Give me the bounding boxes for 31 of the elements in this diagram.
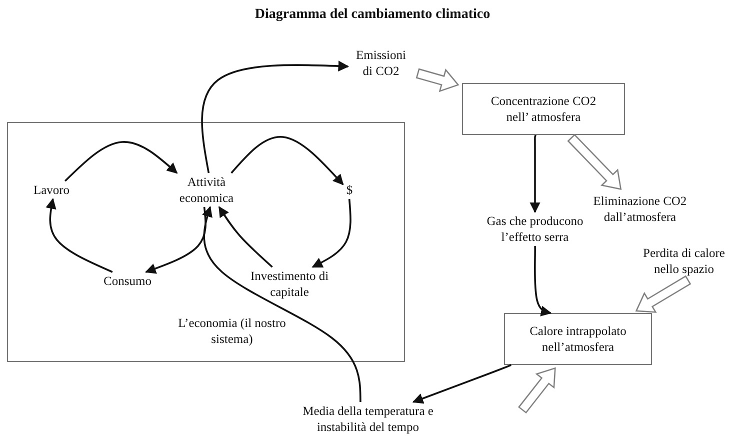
node-label: Media della temperatura e instabilità del tempo [302, 403, 434, 435]
arrow [530, 134, 540, 214]
process-box [504, 313, 652, 365]
arrow [202, 206, 362, 402]
block-arrow [635, 275, 692, 313]
box-text: Concentrazione CO2 nell’ atmosfera [490, 93, 598, 125]
arrow [218, 206, 273, 268]
node-label: Emissioni di CO2 [354, 47, 407, 79]
system-boundary-box [7, 122, 405, 362]
node-label: Consumo [102, 272, 152, 288]
node-label: Attività economica [178, 174, 235, 206]
arrow [230, 136, 344, 186]
node-label: $ [345, 182, 354, 198]
block-arrow [567, 134, 622, 190]
arrow [412, 364, 512, 404]
node-label: Lavoro [32, 182, 71, 198]
node-label: Gas che producono l’effetto serra [486, 213, 584, 245]
arrow [144, 206, 206, 274]
node-label: Perdita di calore nello spazio [642, 245, 726, 277]
arrow [64, 141, 178, 182]
node-label: Investimento di capitale [249, 268, 330, 300]
block-arrow [518, 367, 556, 414]
arrow [534, 246, 552, 316]
boundary-label: L’economia (il nostro sistema) [178, 315, 286, 347]
arrow [46, 198, 113, 273]
box-text: Calore intrappolato nell’atmosfera [528, 323, 628, 355]
arrow [201, 60, 350, 174]
process-box [462, 83, 625, 135]
arrow [312, 198, 352, 268]
block-arrow [416, 68, 460, 92]
diagram-title: Diagramma del cambiamento climatico [254, 7, 492, 23]
